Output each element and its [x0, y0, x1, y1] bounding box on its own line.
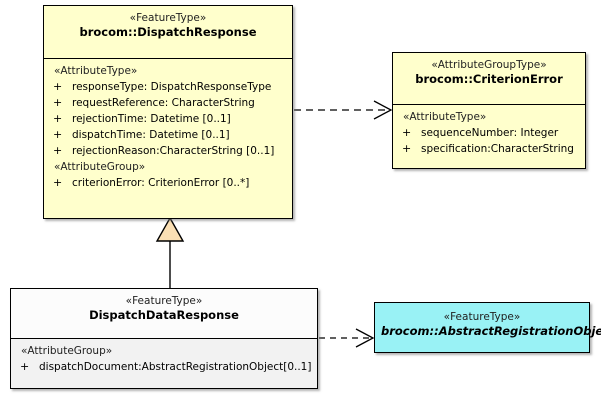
attribute-group-label: «AttributeType» [403, 111, 487, 123]
attribute-row[interactable]: + responseType: DispatchResponseType [44, 79, 292, 95]
visibility-marker: + [20, 360, 30, 373]
visibility-marker: + [53, 96, 63, 109]
class-header-dispatch-response: «FeatureType» brocom::DispatchResponse [44, 6, 292, 59]
class-box-abstract-registration-object[interactable]: «FeatureType» brocom::AbstractRegistrati… [374, 302, 601, 353]
attribute-row[interactable]: + rejectionTime: Datetime [0..1] [44, 111, 292, 127]
attribute-text: responseType: DispatchResponseType [72, 81, 272, 93]
attribute-text: criterionError: CriterionError [0..*] [72, 177, 250, 189]
dependency-dispatch-response-to-criterion-error[interactable] [294, 100, 393, 120]
class-stereotype: «FeatureType» [443, 311, 521, 323]
attribute-text: requestReference: CharacterString [72, 97, 255, 109]
class-name: brocom::CriterionError [415, 72, 563, 86]
attribute-row[interactable]: + sequenceNumber: Integer [393, 125, 585, 141]
class-box-dispatch-response[interactable]: «FeatureType» brocom::DispatchResponse «… [43, 5, 293, 219]
generalization-triangle-icon [155, 216, 185, 242]
class-header-dispatch-data-response: «FeatureType» DispatchDataResponse [11, 289, 317, 339]
visibility-marker: + [53, 144, 63, 157]
attribute-text: specification:CharacterString [421, 143, 574, 155]
open-arrowhead-icon [373, 100, 393, 120]
attribute-row[interactable]: + requestReference: CharacterString [44, 95, 292, 111]
class-box-dispatch-data-response[interactable]: «FeatureType» DispatchDataResponse «Attr… [10, 288, 318, 389]
attribute-text: dispatchDocument:AbstractRegistrationObj… [39, 361, 312, 373]
attribute-row[interactable]: + specification:CharacterString [393, 141, 585, 157]
class-body-dispatch-data-response: «AttributeGroup» + dispatchDocument:Abst… [11, 339, 317, 388]
visibility-marker: + [53, 80, 63, 93]
attribute-group-label: «AttributeGroup» [54, 161, 146, 173]
attribute-group-label: «AttributeGroup» [21, 345, 113, 357]
visibility-marker: + [53, 176, 63, 189]
attribute-group-label: «AttributeType» [54, 65, 138, 77]
attribute-row[interactable]: + rejectionReason:CharacterString [0..1] [44, 143, 292, 159]
attribute-text: dispatchTime: Datetime [0..1] [72, 129, 230, 141]
class-body-criterion-error: «AttributeType» + sequenceNumber: Intege… [393, 105, 585, 168]
class-header-abstract-registration-object: «FeatureType» brocom::AbstractRegistrati… [375, 303, 601, 352]
class-name: brocom::AbstractRegistrationObject [381, 324, 601, 338]
class-stereotype: «FeatureType» [125, 295, 203, 307]
generalization-dispatch-data-response-to-dispatch-response[interactable] [155, 216, 185, 288]
attribute-row[interactable]: + dispatchDocument:AbstractRegistrationO… [11, 359, 317, 375]
class-header-criterion-error: «AttributeGroupType» brocom::CriterionEr… [393, 53, 585, 105]
visibility-marker: + [53, 112, 63, 125]
class-name: DispatchDataResponse [89, 308, 239, 322]
attribute-row[interactable]: + dispatchTime: Datetime [0..1] [44, 127, 292, 143]
class-body-dispatch-response: «AttributeType» + responseType: Dispatch… [44, 59, 292, 218]
visibility-marker: + [402, 142, 412, 155]
attribute-text: rejectionReason:CharacterString [0..1] [72, 145, 275, 157]
attribute-row[interactable]: + criterionError: CriterionError [0..*] [44, 175, 292, 191]
visibility-marker: + [53, 128, 63, 141]
class-name: brocom::DispatchResponse [79, 25, 257, 39]
dependency-dispatch-data-response-to-abstract-registration-object[interactable] [319, 328, 375, 348]
class-box-criterion-error[interactable]: «AttributeGroupType» brocom::CriterionEr… [392, 52, 586, 169]
attribute-text: rejectionTime: Datetime [0..1] [72, 113, 231, 125]
visibility-marker: + [402, 126, 412, 139]
class-stereotype: «FeatureType» [129, 12, 207, 24]
open-arrowhead-icon [355, 328, 375, 348]
class-stereotype: «AttributeGroupType» [431, 59, 547, 71]
attribute-text: sequenceNumber: Integer [421, 127, 559, 139]
